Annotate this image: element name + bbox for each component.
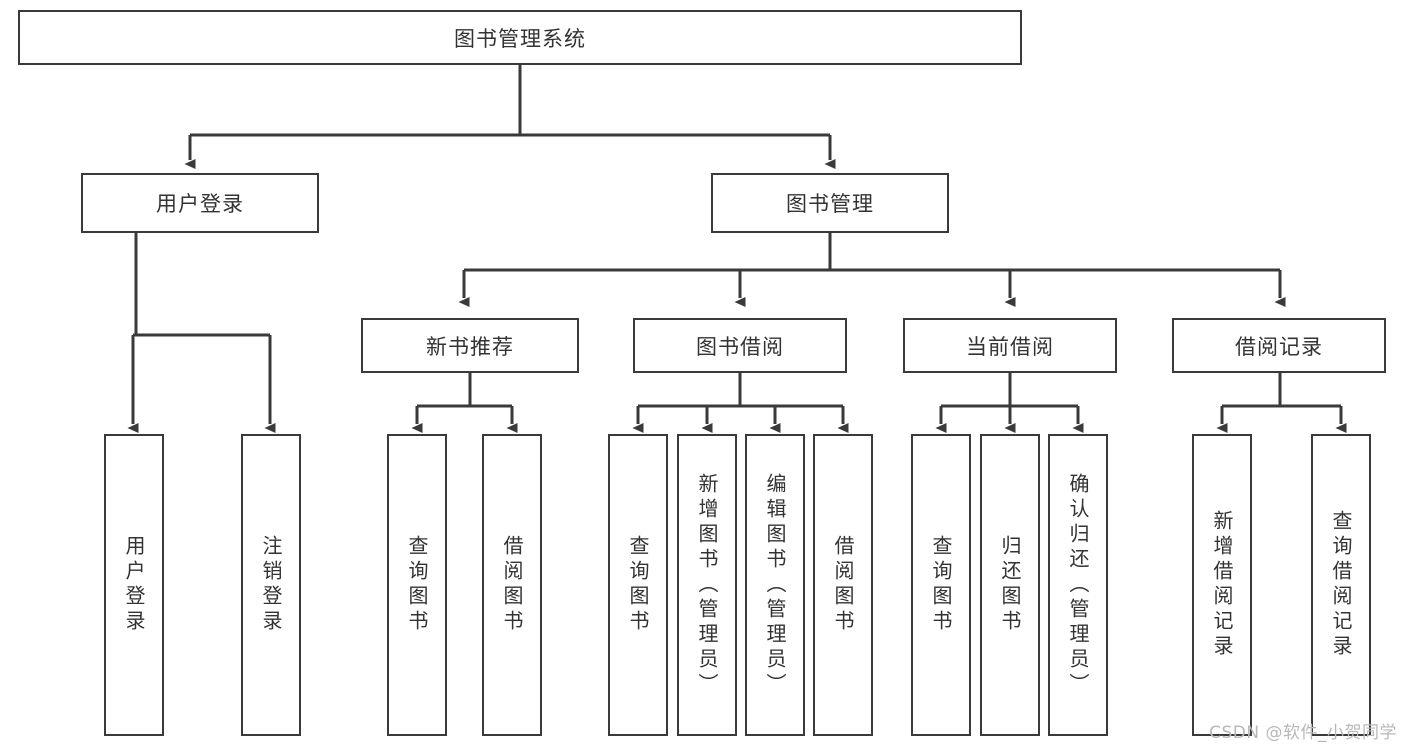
- node-borrow-record-label: 借阅记录: [1235, 334, 1323, 359]
- leaf-add-book[interactable]: 新增图书（管理员）: [677, 434, 737, 736]
- leaf-borrow-book-2-label: 借阅图书: [831, 535, 855, 635]
- leaf-borrow-book-2[interactable]: 借阅图书: [813, 434, 873, 736]
- node-book-borrow[interactable]: 图书借阅: [633, 318, 847, 373]
- leaf-add-record-label: 新增借阅记录: [1210, 510, 1234, 660]
- leaf-query-book-1[interactable]: 查询图书: [387, 434, 447, 736]
- leaf-query-record[interactable]: 查询借阅记录: [1311, 434, 1371, 736]
- leaf-return-book[interactable]: 归还图书: [980, 434, 1040, 736]
- node-root-label: 图书管理系统: [454, 26, 586, 51]
- leaf-add-book-label: 新增图书（管理员）: [695, 472, 719, 698]
- node-user-login-label: 用户登录: [156, 192, 244, 216]
- node-new-book-rec[interactable]: 新书推荐: [361, 318, 579, 373]
- leaf-query-book-2-label: 查询图书: [626, 535, 650, 635]
- leaf-add-record[interactable]: 新增借阅记录: [1192, 434, 1252, 736]
- node-current-borrow[interactable]: 当前借阅: [903, 318, 1117, 373]
- leaf-query-record-label: 查询借阅记录: [1329, 510, 1353, 660]
- node-root[interactable]: 图书管理系统: [18, 10, 1022, 65]
- leaf-query-book-1-label: 查询图书: [405, 535, 429, 635]
- leaf-edit-book-label: 编辑图书（管理员）: [763, 472, 787, 698]
- node-book-borrow-label: 图书借阅: [696, 334, 784, 359]
- node-user-login[interactable]: 用户登录: [81, 173, 319, 233]
- leaf-edit-book[interactable]: 编辑图书（管理员）: [745, 434, 805, 736]
- node-book-manage[interactable]: 图书管理: [711, 173, 949, 233]
- leaf-logout[interactable]: 注销登录: [241, 434, 301, 736]
- leaf-borrow-book-1[interactable]: 借阅图书: [482, 434, 542, 736]
- leaf-borrow-book-1-label: 借阅图书: [500, 535, 524, 635]
- leaf-user-login[interactable]: 用户登录: [104, 434, 164, 736]
- leaf-return-book-label: 归还图书: [998, 535, 1022, 635]
- leaf-user-login-label: 用户登录: [122, 535, 146, 635]
- leaf-logout-label: 注销登录: [259, 535, 283, 635]
- leaf-confirm-return[interactable]: 确认归还（管理员）: [1048, 434, 1108, 736]
- leaf-query-book-3[interactable]: 查询图书: [911, 434, 971, 736]
- leaf-query-book-3-label: 查询图书: [929, 535, 953, 635]
- leaf-query-book-2[interactable]: 查询图书: [608, 434, 668, 736]
- node-book-manage-label: 图书管理: [786, 192, 874, 216]
- node-new-book-rec-label: 新书推荐: [426, 334, 514, 359]
- node-borrow-record[interactable]: 借阅记录: [1172, 318, 1386, 373]
- node-current-borrow-label: 当前借阅: [966, 334, 1054, 359]
- leaf-confirm-return-label: 确认归还（管理员）: [1066, 472, 1090, 698]
